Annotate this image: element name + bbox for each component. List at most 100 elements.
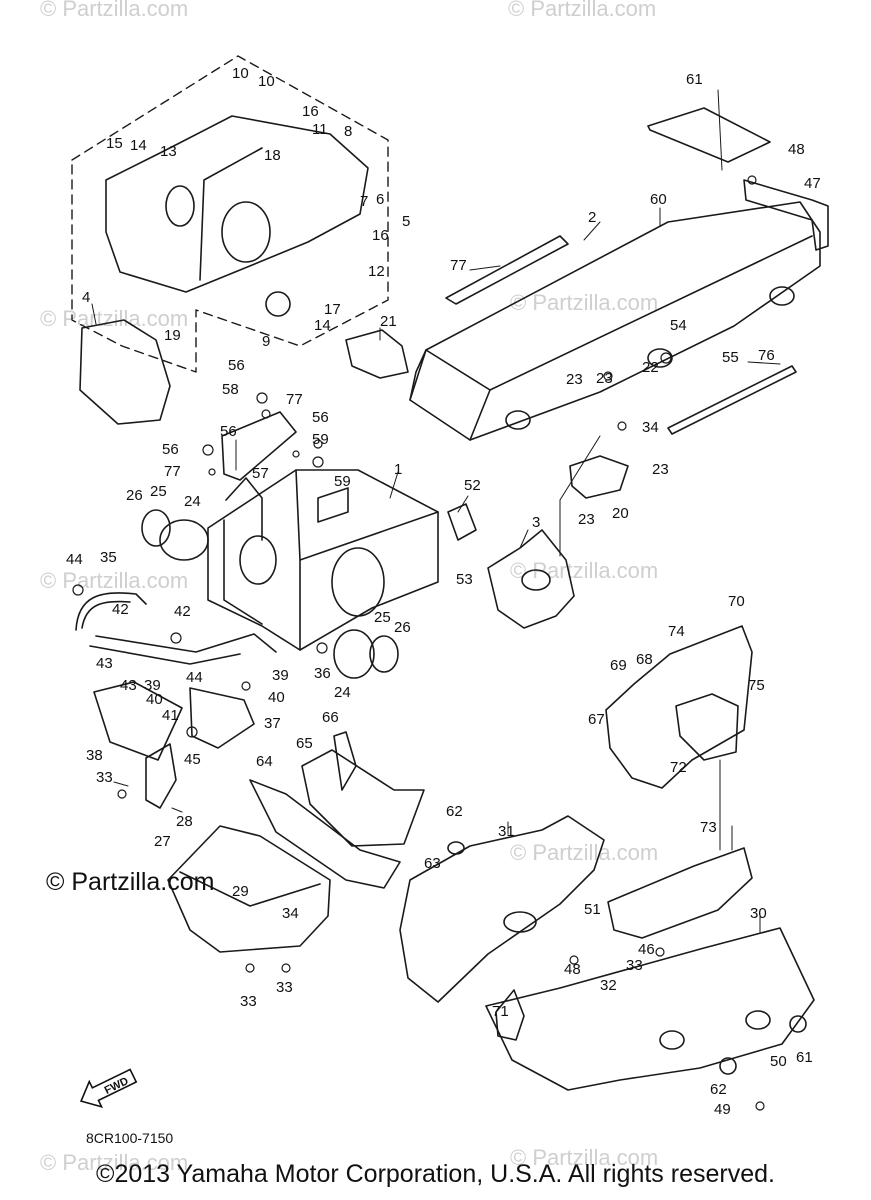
side-panel-group-66-74 bbox=[605, 625, 753, 789]
upper-frame-assembly bbox=[105, 115, 369, 317]
callout-label: 74 bbox=[668, 623, 685, 640]
callout-label: 69 bbox=[610, 657, 627, 674]
callout-label: 47 bbox=[804, 175, 821, 192]
callout-label: 55 bbox=[722, 349, 739, 366]
front-frame-part-1 bbox=[207, 469, 439, 651]
callout-label: 57 bbox=[252, 465, 269, 482]
callout-label: 13 bbox=[160, 143, 177, 160]
callout-label: 23 bbox=[652, 461, 669, 478]
mount-part-4 bbox=[79, 319, 171, 425]
fwd-label: FWD bbox=[103, 1075, 131, 1097]
watermark-lower-right: © Partzilla.com bbox=[510, 840, 659, 865]
callout-label: 52 bbox=[464, 477, 481, 494]
watermark-partzilla: © Partzilla.com bbox=[46, 868, 215, 896]
callout-label: 56 bbox=[162, 441, 179, 458]
panel-part-65 bbox=[333, 731, 357, 791]
callout-label: 16 bbox=[302, 103, 319, 120]
callout-label: 65 bbox=[296, 735, 313, 752]
callout-label: 49 bbox=[714, 1101, 731, 1118]
copyright-footer: ©2013 Yamaha Motor Corporation, U.S.A. A… bbox=[96, 1160, 775, 1188]
callout-label: 56 bbox=[312, 409, 329, 426]
callout-label: 26 bbox=[126, 487, 143, 504]
bracket-part-46 bbox=[743, 179, 829, 251]
callout-label: 73 bbox=[700, 819, 717, 836]
callout-label: 76 bbox=[758, 347, 775, 364]
callout-label: 15 bbox=[106, 135, 123, 152]
strip-part-76 bbox=[445, 235, 569, 305]
callout-label: 34 bbox=[282, 905, 299, 922]
bracket-part-3 bbox=[487, 529, 575, 629]
flap-part-70 bbox=[495, 989, 525, 1041]
callout-label: 27 bbox=[154, 833, 171, 850]
callout-label: 9 bbox=[262, 333, 270, 350]
callout-label: 42 bbox=[112, 601, 129, 618]
fwd-arrow-icon: FWD bbox=[79, 1068, 138, 1108]
callout-label: 32 bbox=[600, 977, 617, 994]
panel-part-72 bbox=[607, 847, 753, 939]
callout-label: 45 bbox=[184, 751, 201, 768]
subassembly-box-5 bbox=[71, 55, 389, 373]
callout-label: 61 bbox=[686, 71, 703, 88]
callout-label: 40 bbox=[268, 689, 285, 706]
callout-label: 66 bbox=[322, 709, 339, 726]
ring-part-25-left bbox=[141, 509, 171, 547]
callout-label: 44 bbox=[66, 551, 83, 568]
watermark-center-left: © Partzilla.com bbox=[40, 568, 189, 593]
bracket-part-20 bbox=[569, 455, 629, 499]
callout-label: 16 bbox=[372, 227, 389, 244]
bracket-part-38 bbox=[93, 681, 183, 761]
callout-label: 23 bbox=[596, 370, 613, 387]
callout-label: 56 bbox=[228, 357, 245, 374]
callout-label: 41 bbox=[162, 707, 179, 724]
callout-label: 62 bbox=[446, 803, 463, 820]
bumper-part-35 bbox=[75, 592, 277, 665]
callout-label: 19 bbox=[164, 327, 181, 344]
callout-label: 24 bbox=[184, 493, 201, 510]
callout-label: 7 bbox=[360, 193, 368, 210]
callout-label: 5 bbox=[402, 213, 410, 230]
leader-lines bbox=[91, 89, 781, 933]
tunnel-part-2 bbox=[409, 201, 821, 441]
callout-label: 35 bbox=[100, 549, 117, 566]
callout-label: 48 bbox=[564, 961, 581, 978]
callout-label: 1 bbox=[394, 461, 402, 478]
callout-labels: 1 2 3 4 5 6 7 8 9 10 10 11 12 13 14 14 1… bbox=[66, 65, 821, 1118]
callout-label: 43 bbox=[96, 655, 113, 672]
callout-label: 77 bbox=[450, 257, 467, 274]
boot-part-24-right bbox=[333, 629, 375, 679]
ring-part-25-right bbox=[369, 635, 399, 673]
callout-label: 62 bbox=[710, 1081, 727, 1098]
callout-label: 63 bbox=[424, 855, 441, 872]
callout-label: 43 bbox=[120, 677, 137, 694]
callout-label: 14 bbox=[130, 137, 147, 154]
boot-part-24-left bbox=[159, 519, 209, 561]
callout-label: 54 bbox=[670, 317, 687, 334]
bracket-part-21 bbox=[345, 329, 409, 379]
hood-part-31 bbox=[399, 815, 605, 1003]
plate-part-51 bbox=[447, 503, 477, 541]
callout-label: 40 bbox=[146, 691, 163, 708]
callout-label: 26 bbox=[394, 619, 411, 636]
callout-label: 34 bbox=[642, 419, 659, 436]
callout-label: 36 bbox=[314, 665, 331, 682]
callout-label: 33 bbox=[276, 979, 293, 996]
callout-label: 39 bbox=[144, 677, 161, 694]
callout-label: 38 bbox=[86, 747, 103, 764]
callout-label: 25 bbox=[150, 483, 167, 500]
callout-label: 44 bbox=[186, 669, 203, 686]
callout-label: 56 bbox=[220, 423, 237, 440]
bracket-part-37 bbox=[189, 687, 255, 749]
rear-plate-part-60 bbox=[647, 107, 771, 163]
callout-label: 33 bbox=[626, 957, 643, 974]
strip-part-75 bbox=[667, 365, 797, 435]
callout-label: 29 bbox=[232, 883, 249, 900]
callout-label: 8 bbox=[344, 123, 352, 140]
callout-label: 18 bbox=[264, 147, 281, 164]
callout-label: 70 bbox=[728, 593, 745, 610]
callout-label: 53 bbox=[456, 571, 473, 588]
callout-label: 25 bbox=[374, 609, 391, 626]
belly-pan-part-27 bbox=[167, 825, 331, 953]
watermark-bottom-left: © Partzilla.com bbox=[40, 1150, 189, 1175]
part-code: 8CR100-7150 bbox=[86, 1130, 174, 1146]
callout-label: 10 bbox=[232, 65, 249, 82]
